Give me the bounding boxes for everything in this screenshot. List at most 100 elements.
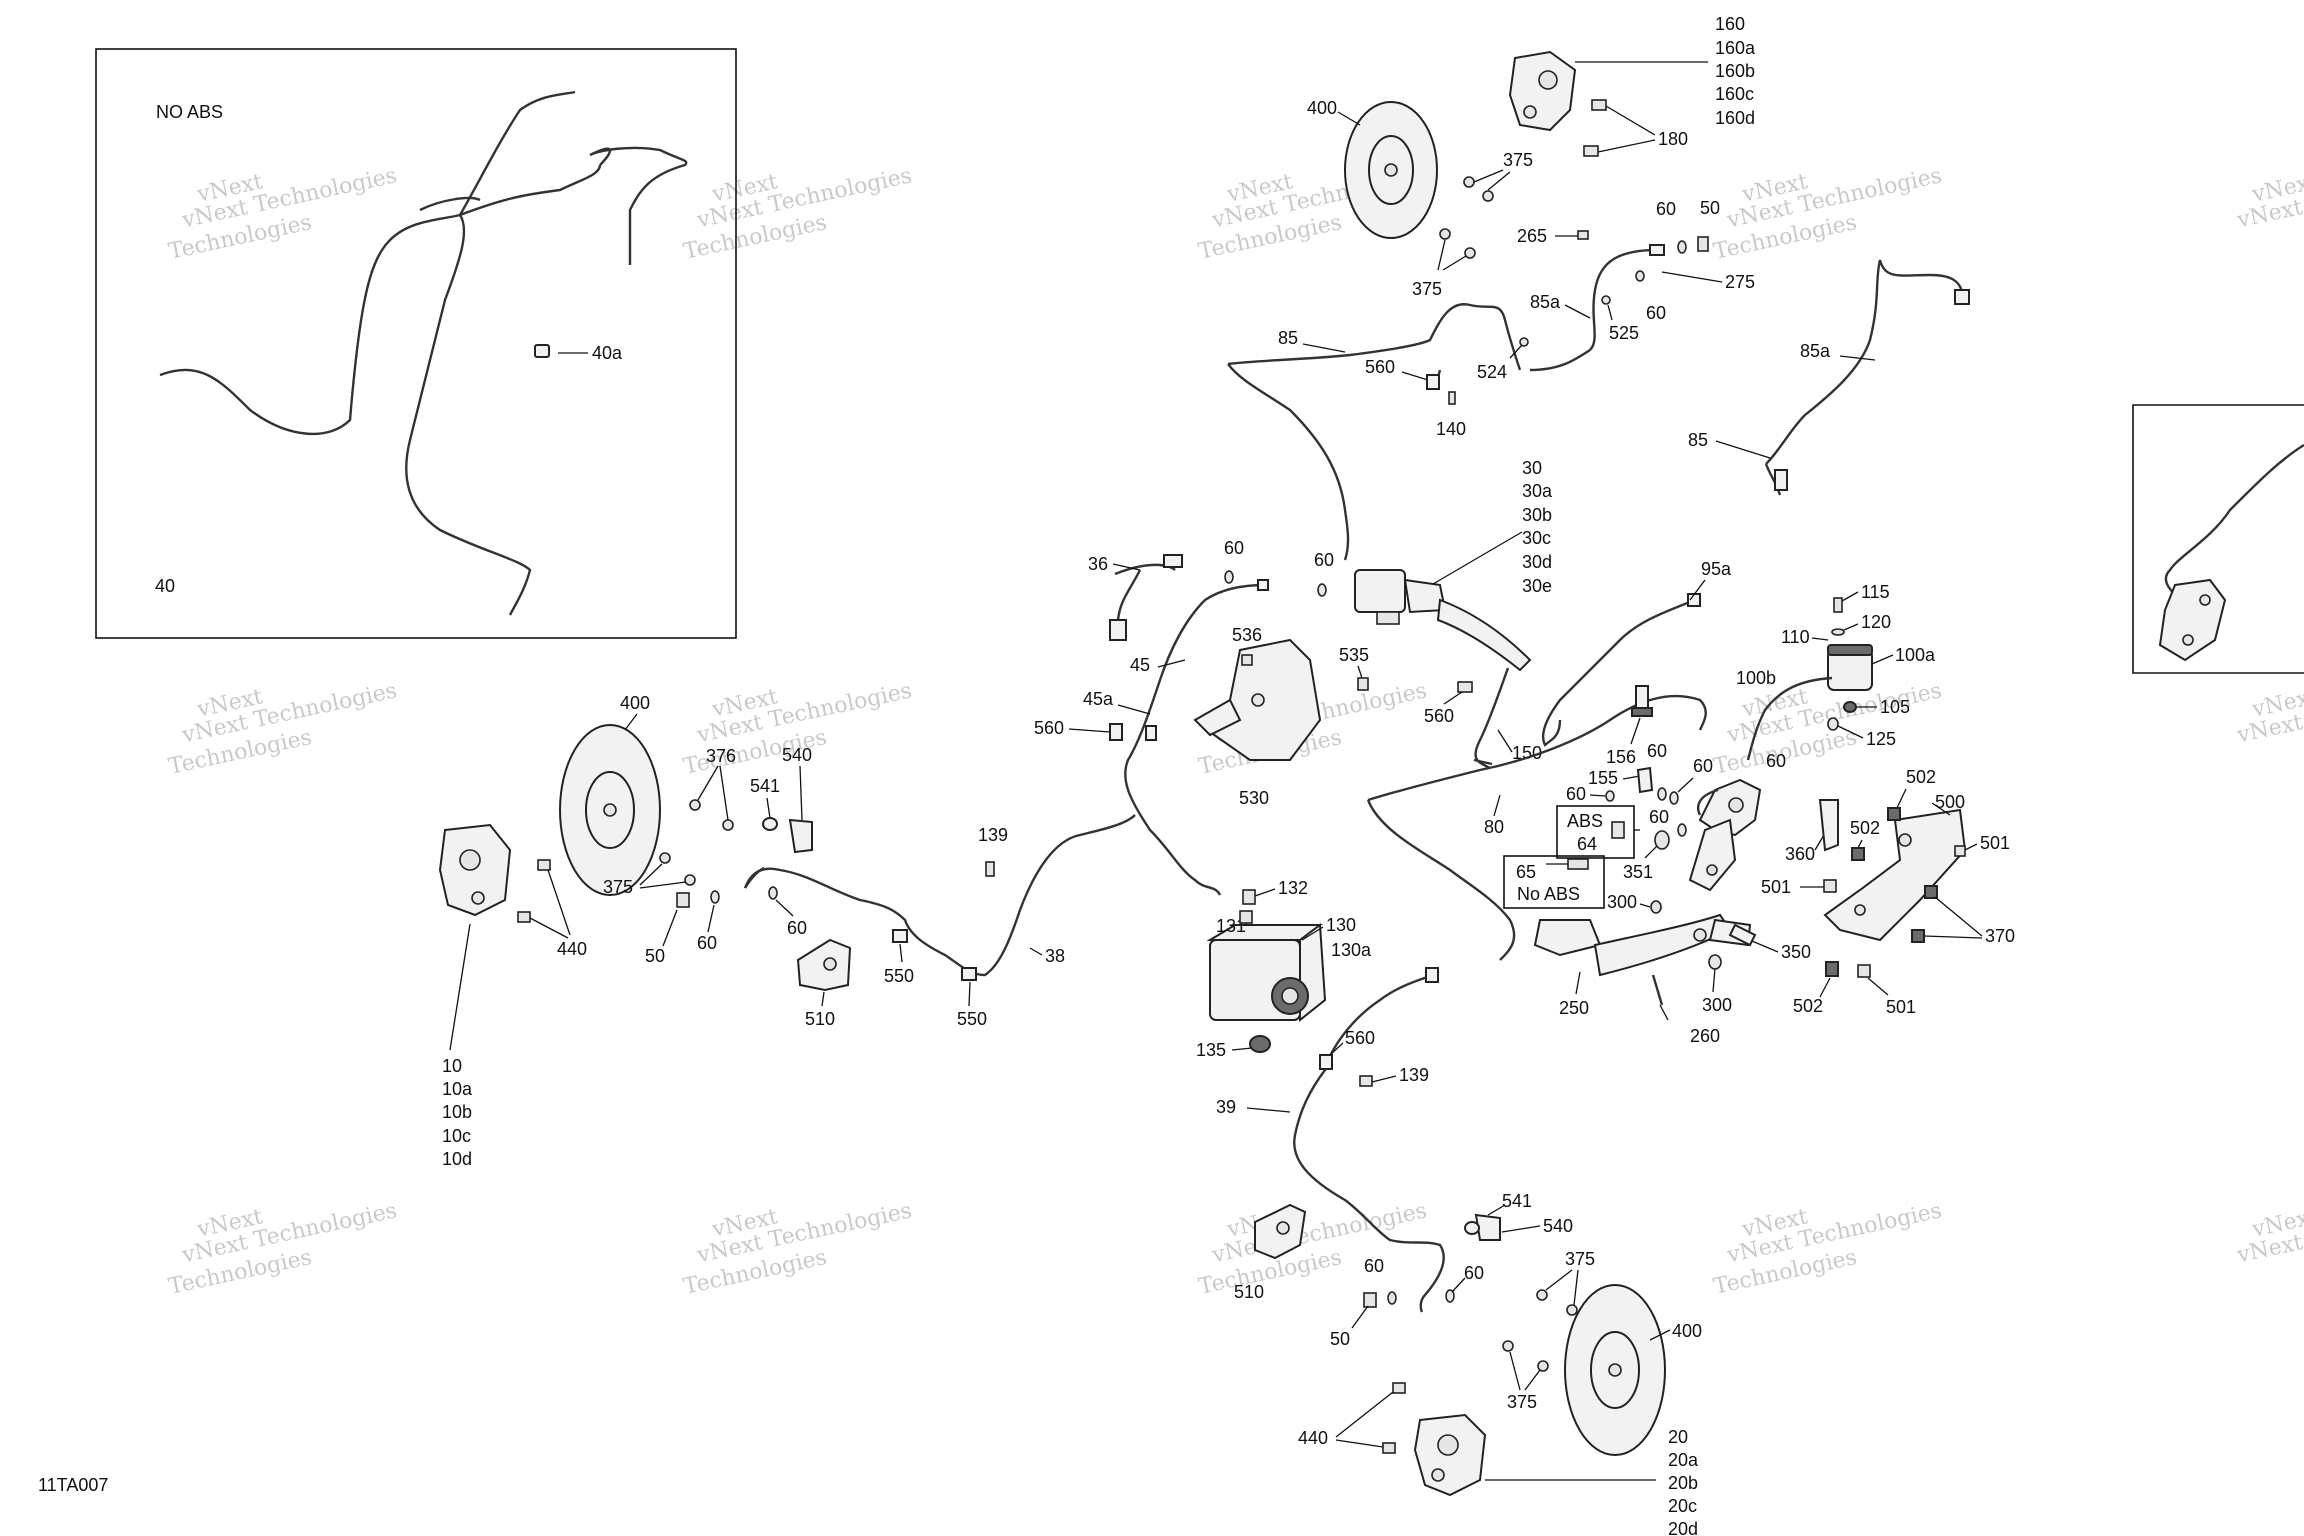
screw-139-a xyxy=(985,861,995,877)
screw-375-low2-a xyxy=(1502,1340,1514,1352)
label-265: 265 xyxy=(1517,226,1547,246)
front-left-caliper-10 xyxy=(438,823,512,917)
label-140: 140 xyxy=(1436,419,1466,439)
label-510-low: 510 xyxy=(1234,1282,1264,1302)
spring-351 xyxy=(1654,830,1670,850)
label-501-c: 501 xyxy=(1886,997,1916,1017)
label-550-a: 550 xyxy=(884,966,914,986)
label-139-b: 139 xyxy=(1399,1065,1429,1085)
washer-60-a xyxy=(1677,240,1687,254)
label-400-left: 400 xyxy=(620,693,650,713)
label-132: 132 xyxy=(1278,878,1308,898)
brake-line-95a xyxy=(1541,593,1701,748)
brake-line-150 xyxy=(1473,667,1510,770)
clamp-105 xyxy=(1843,701,1857,713)
watermark: vNext vNext Technologies Technologies xyxy=(166,1198,399,1299)
washer-300-a xyxy=(1650,900,1662,914)
screw-376-a xyxy=(689,799,701,811)
clip-140 xyxy=(1448,391,1456,405)
label-400-top: 400 xyxy=(1307,98,1337,118)
label-38: 38 xyxy=(1045,946,1065,966)
brake-disc-400-left xyxy=(559,724,661,896)
label-30c: 30c xyxy=(1522,528,1551,548)
screws-375-top1 xyxy=(1463,176,1494,202)
label-20a: 20a xyxy=(1668,1450,1699,1470)
label-510-left: 510 xyxy=(805,1009,835,1029)
banjo-bolt-50-left xyxy=(676,892,690,908)
label-60-c: 60 xyxy=(1224,538,1244,558)
screw-375-low2-b xyxy=(1537,1360,1549,1372)
label-36: 36 xyxy=(1088,554,1108,574)
rear-upper-caliper-160 xyxy=(1508,50,1577,132)
brake-line-45 xyxy=(1124,579,1269,896)
label-60-left1: 60 xyxy=(697,933,717,953)
label-95a: 95a xyxy=(1701,559,1732,579)
washer-60-left1 xyxy=(710,890,720,904)
label-130a: 130a xyxy=(1331,940,1372,960)
washer-60-low1 xyxy=(1387,1291,1397,1305)
label-10c: 10c xyxy=(442,1126,471,1146)
banjo-bolt-50-a xyxy=(1697,236,1709,252)
label-541-low: 541 xyxy=(1502,1191,1532,1211)
label-10d: 10d xyxy=(442,1149,472,1169)
nut-370-b xyxy=(1911,929,1925,943)
label-60-h: 60 xyxy=(1566,784,1586,804)
brake-line-85-right xyxy=(1764,259,1970,496)
clip-524 xyxy=(1519,337,1529,347)
label-115: 115 xyxy=(1861,582,1890,602)
washer-60-left2 xyxy=(768,886,778,900)
label-502-b: 502 xyxy=(1850,818,1880,838)
watermark: vNext vNext Technologies Technologies xyxy=(166,163,399,264)
label-160: 160 xyxy=(1715,14,1745,34)
screw-375-low1-a xyxy=(1536,1289,1548,1301)
label-560-top: 560 xyxy=(1365,357,1395,377)
clip-45a xyxy=(1145,725,1157,741)
grommet-135 xyxy=(1249,1035,1271,1053)
label-20c: 20c xyxy=(1668,1496,1697,1516)
label-131: 131 xyxy=(1216,916,1246,936)
label-502-a: 502 xyxy=(1906,767,1936,787)
label-536: 536 xyxy=(1232,625,1262,645)
label-30b: 30b xyxy=(1522,505,1552,525)
washer-300-b xyxy=(1708,954,1722,970)
clip-535 xyxy=(1357,677,1369,691)
label-260: 260 xyxy=(1690,1026,1720,1046)
label-20d: 20d xyxy=(1668,1519,1698,1536)
label-100a: 100a xyxy=(1895,645,1936,665)
watermark: vNext vNext Technologies Technologies xyxy=(1711,1198,1944,1299)
brake-disc-400-low xyxy=(1564,1284,1666,1456)
banjo-bolt-50-low xyxy=(1363,1292,1377,1308)
label-50-low: 50 xyxy=(1330,1329,1350,1349)
label-30: 30 xyxy=(1522,458,1542,478)
rear-master-cylinder xyxy=(1688,778,1762,892)
label-30e: 30e xyxy=(1522,576,1552,596)
label-20b: 20b xyxy=(1668,1473,1698,1493)
switch-65 xyxy=(1567,858,1589,870)
label-85-b: 85 xyxy=(1688,430,1708,450)
label-560-b: 560 xyxy=(1034,718,1064,738)
brake-line-harness-40 xyxy=(159,90,688,616)
washer-60-d xyxy=(1317,583,1327,597)
label-160b: 160b xyxy=(1715,61,1755,81)
label-530: 530 xyxy=(1239,788,1269,808)
clip-550-b xyxy=(961,967,977,981)
washer-60-f xyxy=(1669,791,1679,805)
label-560-low: 560 xyxy=(1345,1028,1375,1048)
inset-title: NO ABS xyxy=(156,102,223,122)
label-10: 10 xyxy=(442,1056,462,1076)
brake-reservoir-100a xyxy=(1827,644,1873,691)
brake-disc-400-top xyxy=(1344,101,1438,239)
front-master-cylinder-30 xyxy=(1354,569,1532,672)
bracket-510-low xyxy=(1254,1203,1307,1260)
label-300-a: 300 xyxy=(1607,892,1637,912)
label-80: 80 xyxy=(1484,817,1504,837)
label-160c: 160c xyxy=(1715,84,1754,104)
label-60-low1: 60 xyxy=(1364,1256,1384,1276)
label-135: 135 xyxy=(1196,1040,1226,1060)
nut-502-a xyxy=(1887,807,1901,821)
partial-inset-right xyxy=(2132,404,2304,674)
label-60-a: 60 xyxy=(1656,199,1676,219)
clamp-125 xyxy=(1827,717,1839,731)
label-180: 180 xyxy=(1658,129,1688,149)
clip-560-low xyxy=(1319,1054,1333,1070)
